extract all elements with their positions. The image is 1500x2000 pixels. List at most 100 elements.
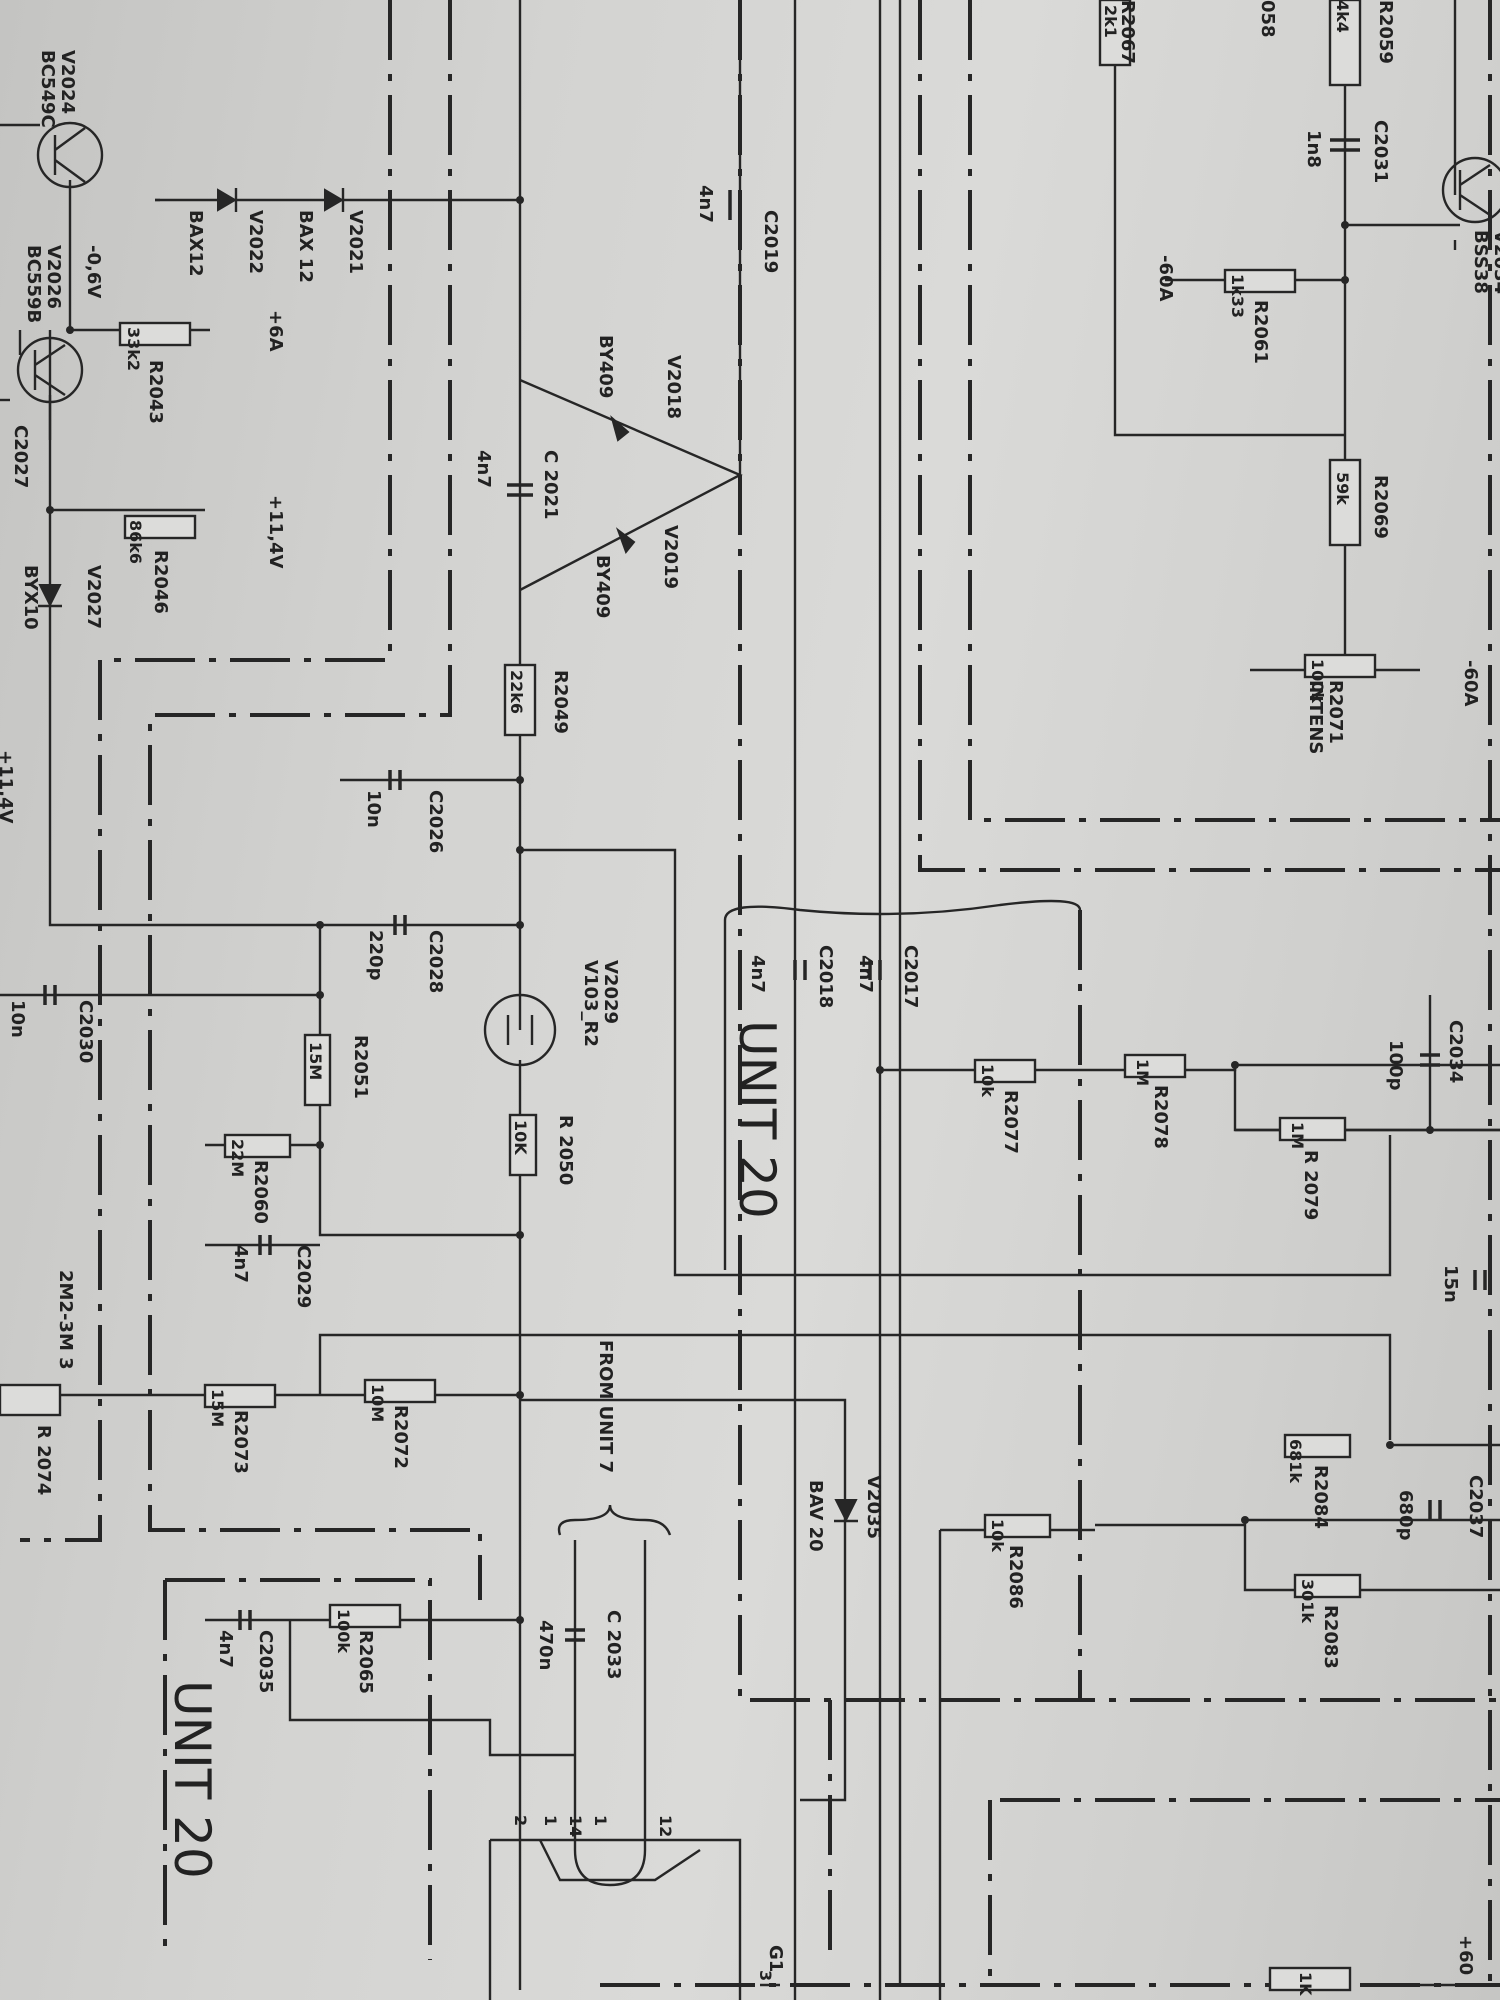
- r2079-ref: R 2079: [1300, 1150, 1321, 1220]
- svg-text:-0,6V: -0,6V: [83, 245, 104, 298]
- svg-text:BYX10: BYX10: [20, 565, 41, 630]
- pin-12: 12: [656, 1815, 675, 1837]
- from-unit-label: FROM UNIT 7: [595, 1340, 616, 1473]
- svg-text:INTENS: INTENS: [1305, 680, 1326, 754]
- svg-text:BY409: BY409: [595, 335, 616, 398]
- svg-text:33k2: 33k2: [124, 327, 143, 371]
- pin-2: 2: [511, 1815, 530, 1826]
- r2060-ref: R2060: [250, 1160, 271, 1224]
- svg-text:+6A: +6A: [265, 310, 286, 352]
- svg-text:R2051: R2051: [350, 1035, 371, 1099]
- svg-text:10n: 10n: [363, 790, 384, 828]
- diodes: [38, 188, 858, 1523]
- v2034-ref: V2034: [1490, 230, 1500, 294]
- r2077-value: 10k: [978, 1064, 997, 1097]
- svg-text:-60A: -60A: [1155, 255, 1176, 302]
- r2046-value: 86k6: [126, 520, 145, 564]
- svg-text:BC559B: BC559B: [23, 245, 44, 323]
- r2049-value: 22k6: [507, 670, 526, 714]
- r2043-value: 33k2: [124, 327, 143, 371]
- svg-text:2k1: 2k1: [1101, 5, 1120, 38]
- r2083-value: 301k: [1298, 1579, 1317, 1623]
- v2035-ref: V2035: [863, 1475, 884, 1539]
- svg-text:2: 2: [511, 1815, 530, 1826]
- svg-text:10k: 10k: [988, 1519, 1007, 1552]
- r2069-value: 59k: [1333, 472, 1352, 505]
- svg-text:BC549C: BC549C: [37, 50, 58, 128]
- v2021-part: BAX 12: [295, 210, 316, 283]
- svg-text:BAX 12: BAX 12: [295, 210, 316, 283]
- svg-text:12: 12: [656, 1815, 675, 1837]
- svg-text:1M: 1M: [1133, 1059, 1152, 1086]
- v2034-part: BSS38: [1470, 230, 1491, 294]
- svg-text:V2022: V2022: [245, 210, 266, 274]
- svg-text:V2019: V2019: [660, 525, 681, 589]
- svg-text:V2021: V2021: [345, 210, 366, 274]
- svg-text:100p: 100p: [1385, 1040, 1406, 1091]
- svg-text:R2046: R2046: [150, 550, 171, 614]
- svg-text:UNIT 20: UNIT 20: [728, 1020, 786, 1219]
- r2061-value: 1k33: [1228, 274, 1247, 318]
- svg-text:100k: 100k: [334, 1609, 353, 1653]
- unit-bottom-label: UNIT 20: [163, 1680, 221, 1879]
- svg-text:G1: G1: [765, 1945, 786, 1972]
- svg-text:C2030: C2030: [75, 1000, 96, 1063]
- v2021-ref: V2021: [345, 210, 366, 274]
- r2049-ref: R2049: [550, 670, 571, 734]
- r2051-ref: R2051: [350, 1035, 371, 1099]
- r2060-value: 22M: [228, 1139, 247, 1177]
- r2084-ref: R2084: [1310, 1465, 1331, 1529]
- transistor-v2034: [1441, 156, 1500, 224]
- c2029-ref: C2029: [293, 1245, 314, 1308]
- svg-text:V103_R2: V103_R2: [580, 960, 601, 1047]
- svg-text:BY409: BY409: [592, 555, 613, 618]
- r2046-supply: +11,4V: [265, 495, 286, 568]
- svg-text:4n7: 4n7: [473, 450, 494, 488]
- r2078-value: 1M: [1133, 1059, 1152, 1086]
- v2026-part: BC559B: [23, 245, 44, 323]
- v2026-note: -0,6V: [83, 245, 104, 298]
- c2018-value: 4n7: [747, 955, 768, 993]
- r2046-ref: R2046: [150, 550, 171, 614]
- r2071-supply: -60A: [1460, 660, 1481, 707]
- unit-mid-label: UNIT 20: [728, 1020, 786, 1219]
- svg-text:681k: 681k: [1286, 1439, 1305, 1483]
- r2069-ref: R2069: [1370, 475, 1391, 539]
- pin-1b: 1: [591, 1815, 610, 1826]
- svg-text:1: 1: [591, 1815, 610, 1826]
- svg-text:V2029: V2029: [600, 960, 621, 1024]
- svg-text:59k: 59k: [1333, 472, 1352, 505]
- c2030-value: 10n: [7, 1000, 28, 1038]
- svg-text:V2024: V2024: [57, 50, 78, 114]
- svg-text:2M2-3M 3: 2M2-3M 3: [55, 1270, 76, 1370]
- svg-text:V2035: V2035: [863, 1475, 884, 1539]
- svg-text:10M: 10M: [368, 1384, 387, 1422]
- supply-bottom-right: +60: [1455, 1935, 1476, 1975]
- v2018-ref: V2018: [663, 355, 684, 419]
- svg-text:R2078: R2078: [1150, 1085, 1171, 1149]
- r2067-ref: R2067: [1117, 0, 1138, 64]
- c2018-ref: C2018: [815, 945, 836, 1008]
- svg-text:4n7: 4n7: [747, 955, 768, 993]
- svg-text:C2026: C2026: [425, 790, 446, 853]
- r2050-ref: R 2050: [555, 1115, 576, 1185]
- r2061-supply: -60A: [1155, 255, 1176, 302]
- svg-text:R2069: R2069: [1370, 475, 1391, 539]
- svg-text:R2083: R2083: [1320, 1605, 1341, 1669]
- svg-text:R2071: R2071: [1325, 680, 1346, 744]
- c2031-ref: C2031: [1370, 120, 1391, 183]
- r2084-value: 681k: [1286, 1439, 1305, 1483]
- c2017-ref: C2017: [900, 945, 921, 1008]
- c2017-value: 4n7: [855, 955, 876, 993]
- svg-text:100k: 100k: [1308, 659, 1327, 703]
- svg-text:22k6: 22k6: [507, 670, 526, 714]
- svg-text:15n: 15n: [1440, 1265, 1461, 1303]
- svg-text:R2060: R2060: [250, 1160, 271, 1224]
- v2022-part: BAX12: [185, 210, 206, 277]
- c2019-value: 4n7: [695, 185, 716, 223]
- unit-borders: [20, 0, 1500, 1990]
- pin-14: 14: [566, 1815, 585, 1837]
- capacitors: [43, 138, 1487, 1642]
- c2028-ref: C2028: [425, 930, 446, 993]
